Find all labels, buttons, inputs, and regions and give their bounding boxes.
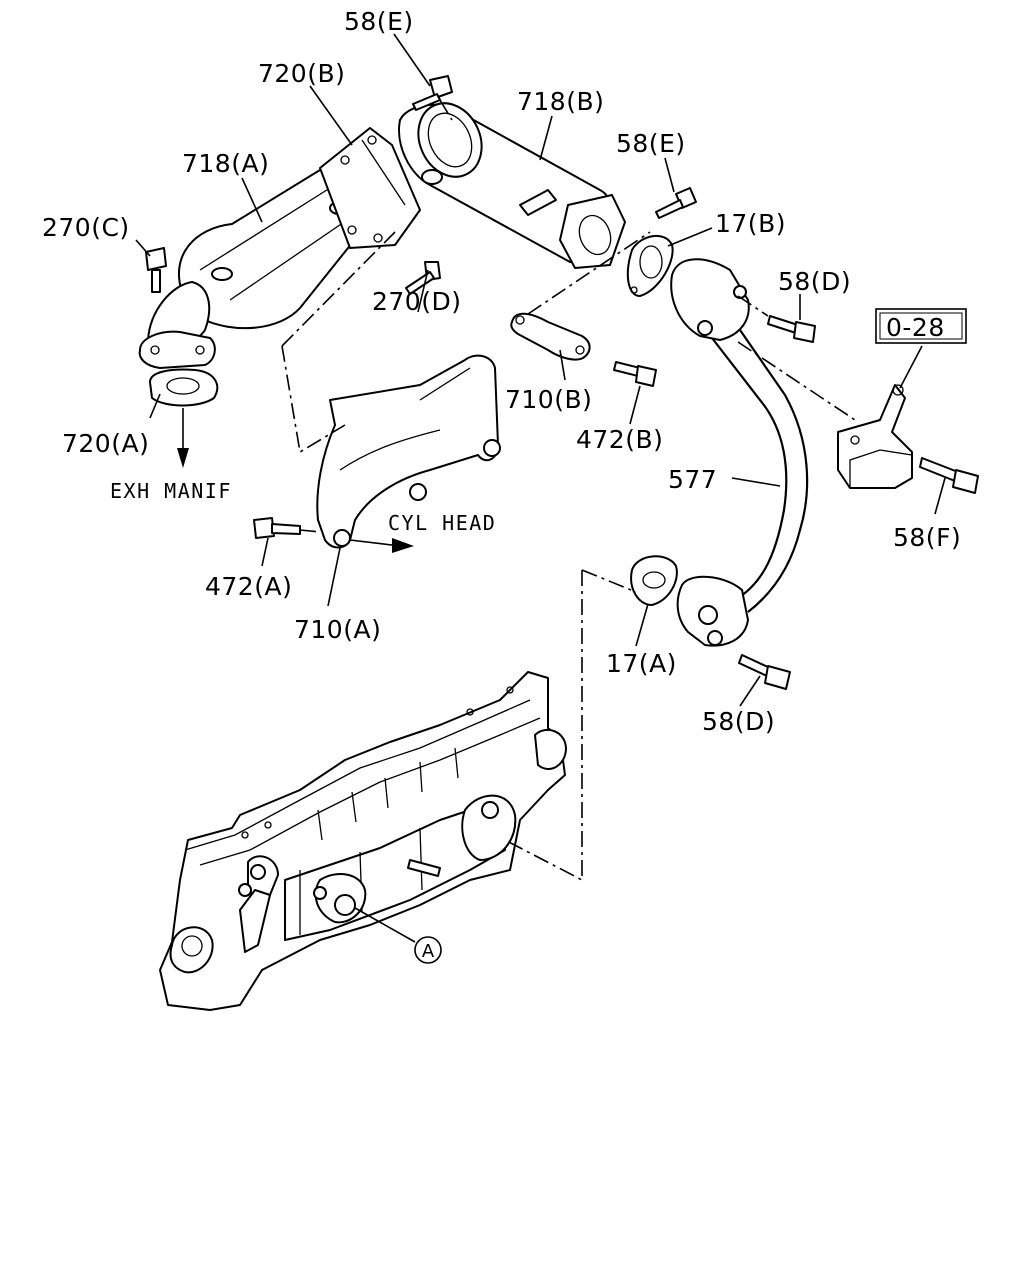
label-17b: 17(B) bbox=[715, 209, 786, 238]
bolt-472b bbox=[613, 361, 657, 387]
label-58f: 58(F) bbox=[893, 523, 961, 552]
gasket-17b bbox=[626, 235, 674, 297]
bolt-472a bbox=[253, 517, 301, 539]
bolt-58f bbox=[919, 457, 979, 494]
label-710a: 710(A) bbox=[294, 615, 381, 644]
label-472b: 472(B) bbox=[576, 425, 663, 454]
leader-lines bbox=[135, 33, 946, 943]
egr-pipe-577 bbox=[670, 258, 809, 647]
label-720a: 720(A) bbox=[62, 429, 149, 458]
bolt-58e-right bbox=[655, 187, 697, 219]
label-exh-manif: EXH MANIF bbox=[110, 479, 232, 503]
bracket-0-28-mount bbox=[837, 384, 913, 489]
label-718a: 718(A) bbox=[182, 149, 269, 178]
label-58e-right: 58(E) bbox=[616, 129, 686, 158]
egr-cooler-718b bbox=[398, 102, 626, 269]
gasket-720a-flange bbox=[138, 330, 219, 407]
bolt-58d-lower bbox=[738, 654, 791, 690]
label-270d: 270(D) bbox=[372, 287, 461, 316]
engine-block-egr-module bbox=[159, 671, 567, 1011]
label-58e-top: 58(E) bbox=[344, 7, 414, 36]
label-710b: 710(B) bbox=[505, 385, 592, 414]
bracket-710b bbox=[510, 312, 591, 361]
bracket-710a bbox=[316, 354, 501, 549]
reference-box-0-28 bbox=[875, 308, 967, 344]
bolt-270c bbox=[145, 247, 167, 293]
label-58d-upper: 58(D) bbox=[778, 267, 851, 296]
label-472a: 472(A) bbox=[205, 572, 292, 601]
label-720b: 720(B) bbox=[258, 59, 345, 88]
label-callout-a: A bbox=[422, 941, 435, 962]
callout-a-circle bbox=[414, 936, 442, 964]
label-cyl-head: CYL HEAD bbox=[388, 511, 496, 535]
bolt-58e-top bbox=[412, 75, 453, 111]
label-270c: 270(C) bbox=[42, 213, 130, 242]
label-718b: 718(B) bbox=[517, 87, 604, 116]
label-0-28: 0-28 bbox=[886, 313, 945, 342]
label-17a: 17(A) bbox=[606, 649, 677, 678]
bolt-58d-upper bbox=[767, 315, 816, 343]
gasket-17a bbox=[630, 555, 678, 606]
label-577: 577 bbox=[668, 465, 717, 494]
gasket-720b-flange bbox=[319, 127, 421, 249]
label-58d-lower: 58(D) bbox=[702, 707, 775, 736]
